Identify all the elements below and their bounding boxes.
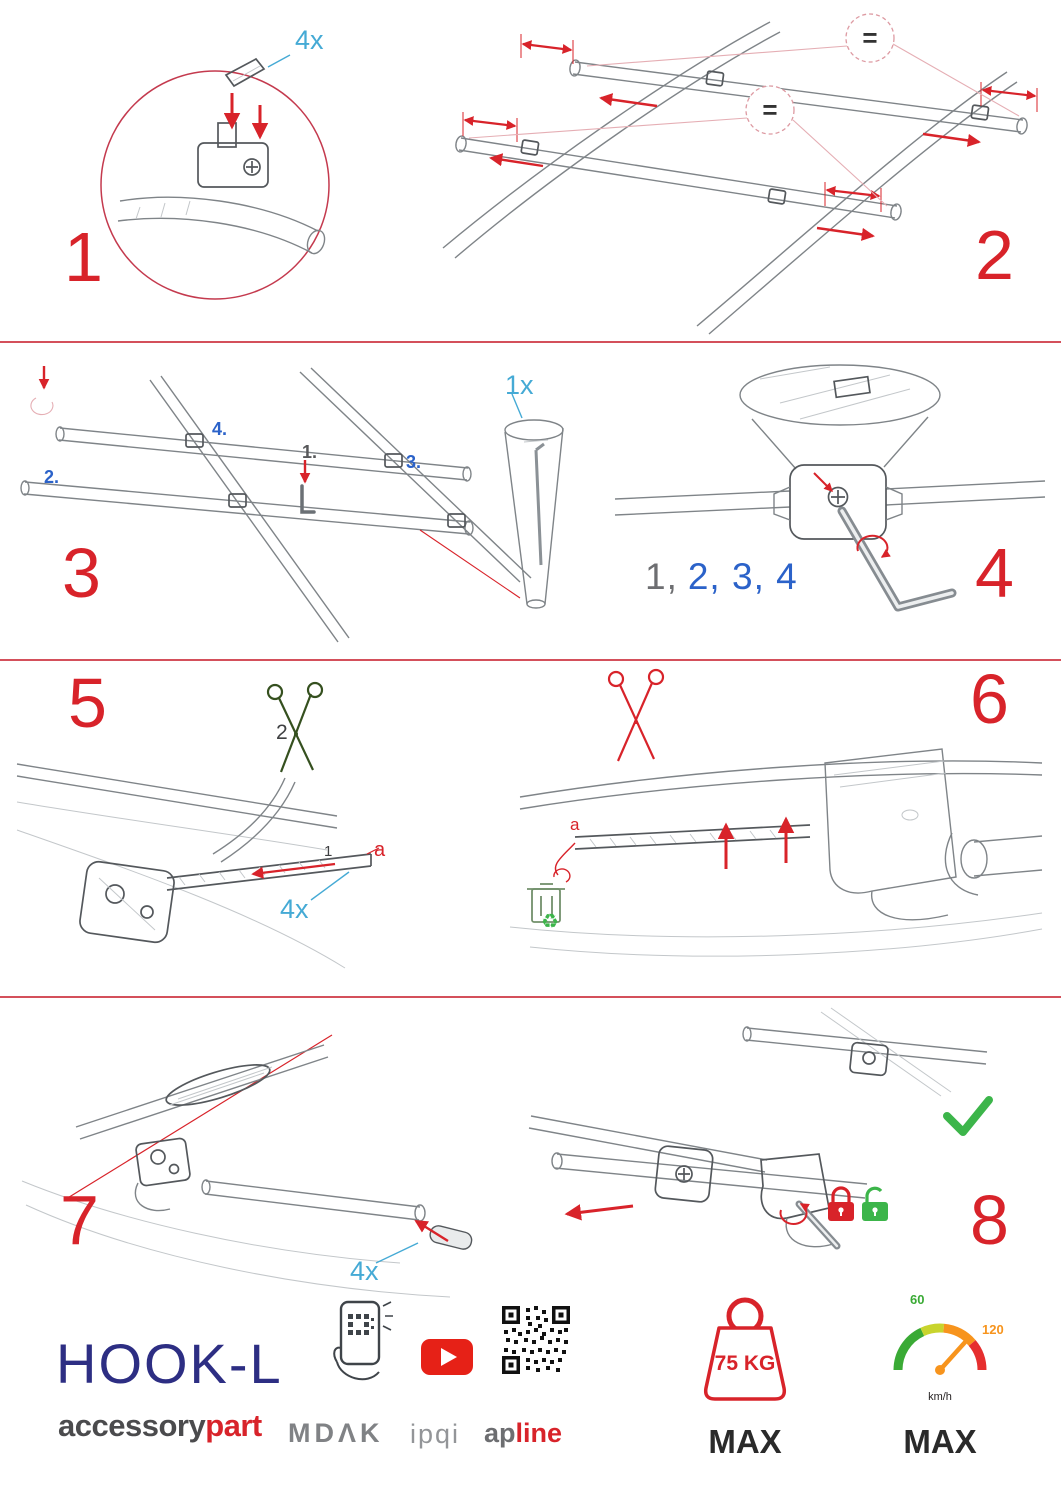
step-1-illustration (100, 54, 330, 300)
step-5-dimension-label: a (374, 839, 386, 861)
product-name: HOOK-L (56, 1332, 283, 1395)
step-4-sequence: 1,2, 3, 4 (645, 556, 798, 598)
allen-key-icon (300, 484, 316, 514)
recycle-icon: ♻ (541, 911, 559, 933)
equal-spacing-badge-mid: = (762, 94, 778, 125)
step-5-cut-order-label: 2 (276, 721, 288, 744)
step-2-illustration (442, 13, 1038, 335)
step-6-dimension-label: a (570, 815, 580, 834)
speed-tick-low: 60 (910, 1292, 924, 1307)
bracket-part (224, 57, 266, 88)
partner-logo-mdak: MDΛK (288, 1418, 384, 1448)
step-5-quantity-label: 4x (280, 894, 309, 924)
trash-icon (527, 883, 565, 923)
scissors-icon (266, 681, 324, 773)
step-3-quantity-label: 1x (505, 370, 534, 400)
speedometer-icon: 60 120 km/h (893, 1292, 1004, 1403)
step-2-number: 2 (975, 216, 1014, 294)
speed-unit: km/h (928, 1391, 952, 1403)
step-3-substep-3: 3. (406, 452, 422, 472)
zoom-circle (100, 70, 330, 300)
check-icon (943, 1096, 993, 1136)
speed-tick-high: 120 (982, 1322, 1004, 1337)
section-divider (0, 659, 1061, 661)
partner-logo-apline: apline (484, 1420, 562, 1447)
brand-prefix: accessory (58, 1408, 206, 1443)
equal-spacing-badge-top: = (862, 22, 878, 53)
equal-badge-circle (745, 85, 795, 135)
step-3-illustration (20, 366, 564, 643)
section-divider (0, 341, 1061, 343)
step-7-quantity-label: 4x (350, 1256, 379, 1286)
weight-value: 75 KG (715, 1352, 776, 1375)
youtube-icon (421, 1339, 473, 1375)
cone-tool (504, 419, 564, 609)
partner-logo-ipqi: ipqi (410, 1419, 461, 1449)
brand-line: accessorypart (58, 1410, 262, 1441)
weight-max-icon: 75 KG (703, 1297, 787, 1401)
step-3-substep-2: 2. (44, 467, 60, 487)
end-cap-part (429, 1225, 473, 1250)
step-4-number: 4 (975, 534, 1014, 612)
step-8-number: 8 (970, 1181, 1009, 1259)
weight-max-label: MAX (708, 1423, 782, 1460)
step-4-illustration (614, 364, 1046, 612)
equal-badge-circle (845, 13, 895, 63)
allen-key-icon (837, 506, 957, 612)
scissors-icon (607, 668, 665, 762)
step-3-substep-4: 4. (212, 419, 228, 439)
apline-suffix: line (515, 1418, 563, 1448)
lock-closed-icon (828, 1186, 854, 1221)
speed-max-label: MAX (903, 1423, 977, 1460)
brand-suffix: part (205, 1408, 262, 1443)
apline-prefix: ap (484, 1418, 516, 1448)
step-5-strip-label: 1 (324, 843, 333, 860)
sequence-first: 1, (645, 556, 678, 597)
qr-code (502, 1306, 570, 1374)
step-7-illustration (21, 1034, 473, 1298)
step-6-number: 6 (970, 660, 1009, 738)
step-3-number: 3 (62, 534, 101, 612)
step-6-illustration (509, 668, 1043, 957)
step-1-number: 1 (64, 218, 103, 296)
step-1-quantity-label: 4x (295, 25, 324, 55)
section-divider (0, 996, 1061, 998)
step-5-illustration (16, 681, 380, 969)
step-8-illustration (528, 1007, 993, 1250)
step-7-number: 7 (60, 1181, 99, 1259)
lock-open-icon (862, 1186, 888, 1221)
sequence-rest: 2, 3, 4 (687, 556, 798, 597)
phone-scan-icon (333, 1300, 393, 1381)
step-5-number: 5 (68, 664, 107, 742)
step-3-substep-1: 1. (302, 442, 318, 462)
